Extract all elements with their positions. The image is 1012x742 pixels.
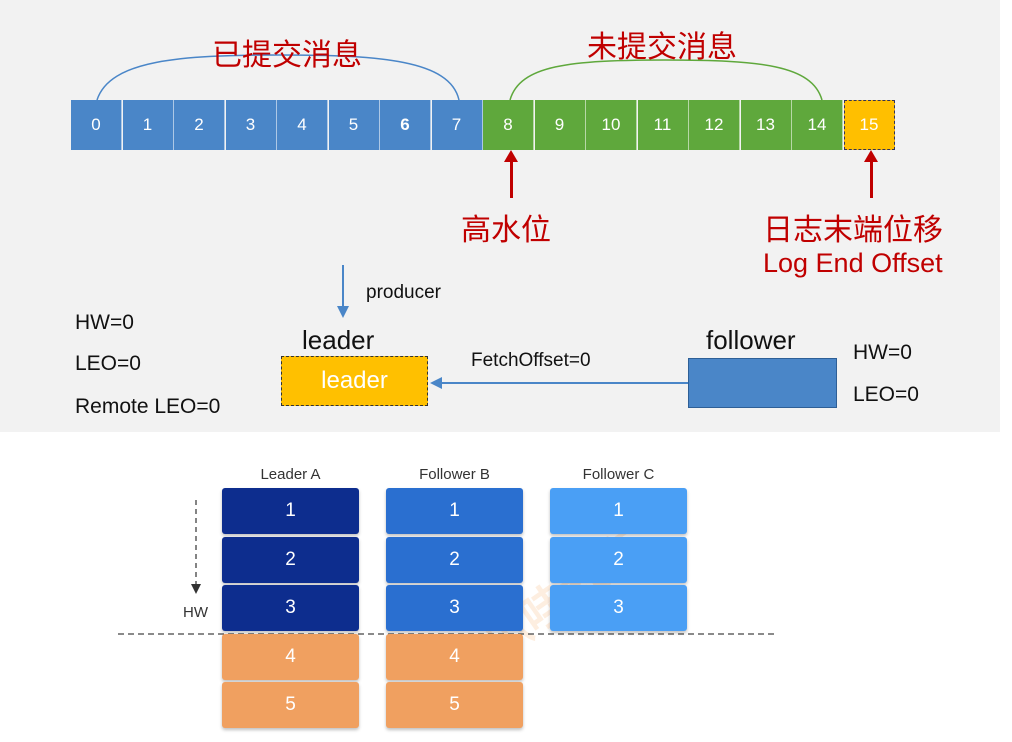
leader-hw: HW=0 — [75, 311, 134, 334]
offset-cell: 6 — [380, 100, 431, 150]
offset-cell: 13 — [740, 100, 792, 150]
offset-cell: 4 — [277, 100, 328, 150]
message-block: 3 — [222, 585, 359, 631]
offset-cell: 3 — [225, 100, 277, 150]
column-header: Leader A — [260, 466, 321, 483]
leader-remote-leo: Remote LEO=0 — [75, 395, 221, 418]
follower-leo: LEO=0 — [853, 383, 919, 406]
committed-label: 已提交消息 — [212, 39, 362, 72]
leader-title: leader — [302, 325, 375, 355]
hw-arrow — [504, 150, 518, 198]
leader-leo: LEO=0 — [75, 352, 141, 375]
message-block: 2 — [386, 536, 523, 583]
message-block: 1 — [222, 488, 359, 534]
column-header: Follower C — [582, 466, 655, 483]
message-block: 3 — [550, 585, 687, 631]
hw-label: 高水位 — [461, 214, 551, 247]
message-block: 5 — [386, 682, 523, 728]
leo-label-cn: 日志末端位移 — [763, 214, 943, 247]
producer-label: producer — [366, 282, 441, 303]
offset-cell: 10 — [586, 100, 637, 150]
follower-hw: HW=0 — [853, 341, 912, 364]
message-block: 2 — [550, 536, 687, 583]
column-header: Follower B — [419, 466, 490, 483]
leo-label-en: Log End Offset — [763, 248, 943, 278]
offset-cell: 15 — [843, 100, 895, 150]
offset-cell: 14 — [792, 100, 843, 150]
offset-cell: 7 — [431, 100, 483, 150]
follower-box — [688, 358, 837, 408]
offset-cell: 11 — [637, 100, 689, 150]
offset-cell: 0 — [71, 100, 122, 150]
follower-title: follower — [706, 325, 796, 355]
offset-cell: 9 — [534, 100, 586, 150]
fetch-label: FetchOffset=0 — [471, 350, 591, 371]
message-block: 2 — [222, 536, 359, 583]
message-block: 3 — [386, 585, 523, 631]
offset-cell: 8 — [483, 100, 534, 150]
offset-cell: 12 — [689, 100, 740, 150]
uncommitted-label: 未提交消息 — [587, 31, 737, 64]
message-block: 1 — [386, 488, 523, 534]
offset-cell: 5 — [328, 100, 380, 150]
message-block: 1 — [550, 488, 687, 534]
brace-curves — [96, 54, 823, 389]
message-block: 5 — [222, 682, 359, 728]
offset-cell: 2 — [174, 100, 225, 150]
message-block: 4 — [222, 633, 359, 680]
leader-box: leader — [281, 356, 428, 406]
offset-cell: 1 — [122, 100, 174, 150]
message-block: 4 — [386, 633, 523, 680]
leo-arrow — [864, 150, 878, 198]
hw-marker-label: HW — [183, 604, 208, 621]
